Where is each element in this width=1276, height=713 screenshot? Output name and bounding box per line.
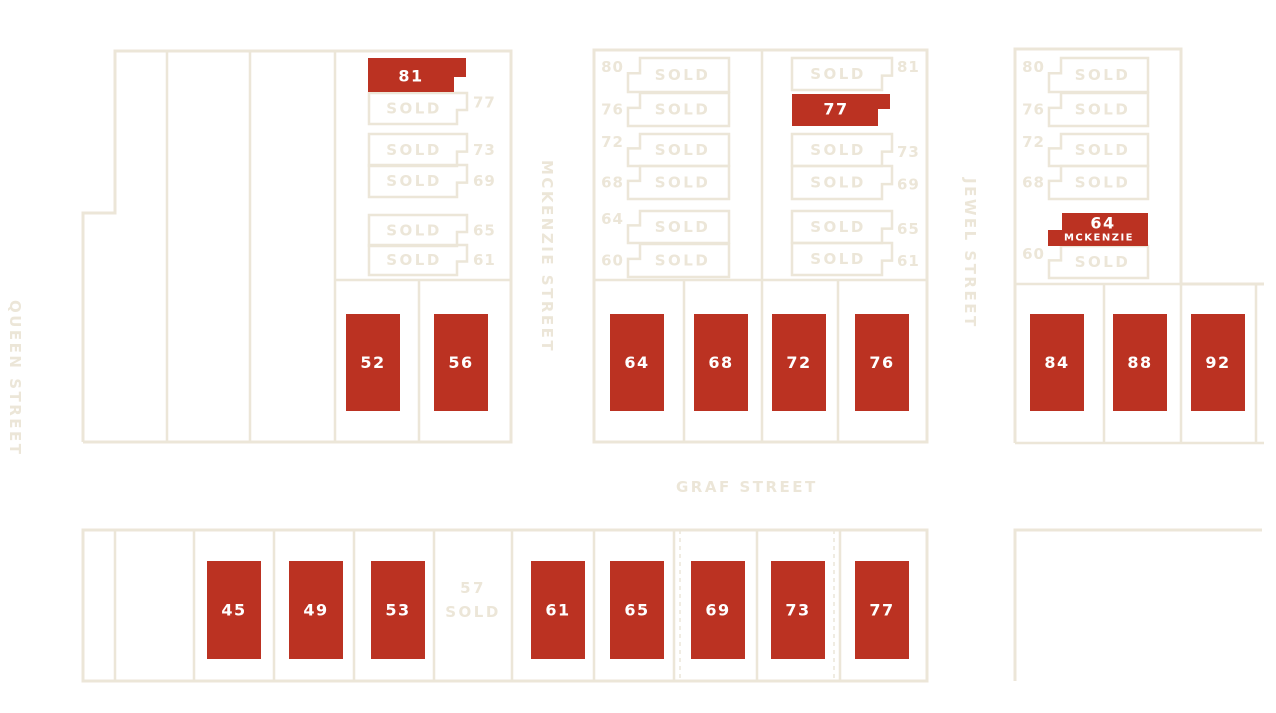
sold-lot-number: 81 (897, 58, 920, 76)
sold-label: SOLD (1075, 101, 1131, 119)
sold-lot-a-4: SOLD (367, 243, 469, 277)
available-lot-73[interactable]: 73 (771, 561, 825, 659)
sold-lot-number: 69 (473, 172, 496, 190)
available-lot-65[interactable]: 65 (610, 561, 664, 659)
available-lot-84[interactable]: 84 (1030, 314, 1084, 411)
available-lot-68[interactable]: 68 (694, 314, 748, 411)
sold-lot-number: 60 (601, 252, 624, 270)
sold-label: SOLD (386, 141, 442, 159)
sold-lot-c-3: SOLD (1047, 164, 1150, 201)
block-a-outline (81, 49, 513, 444)
available-lot-81-mckenzie[interactable]: 81 (368, 58, 466, 92)
block-c-outline (1013, 47, 1264, 445)
sold-lot-number: 61 (473, 251, 496, 269)
south-block-outline (81, 528, 1262, 683)
sold-lot-number: 80 (1022, 58, 1045, 76)
sold-lot-b-left-2: SOLD (626, 132, 731, 168)
sold-lot-b-right-2: SOLD (790, 164, 894, 201)
sold-lot-b-left-3: SOLD (626, 164, 731, 201)
sold-lot-number: 73 (897, 143, 920, 161)
sold-lot-a-0: SOLD (367, 91, 469, 126)
sold-lot-b-right-4: SOLD (790, 241, 894, 277)
available-lot-88[interactable]: 88 (1113, 314, 1167, 411)
sold-lot-a-1: SOLD (367, 132, 469, 168)
sold-label: SOLD (810, 218, 866, 236)
available-lot-69[interactable]: 69 (691, 561, 745, 659)
sold-lot-b-right-1: SOLD (790, 132, 894, 168)
available-lot-64[interactable]: 64 (610, 314, 664, 411)
sold-lot-number: 64 (601, 210, 624, 228)
available-lot-49[interactable]: 49 (289, 561, 343, 659)
street-label-graf: GRAF STREET (676, 478, 818, 496)
sold-label: SOLD (810, 250, 866, 268)
sold-label: SOLD (810, 174, 866, 192)
sold-lot-number: 61 (897, 252, 920, 270)
sold-label: SOLD (1075, 66, 1131, 84)
sold-lot-b-left-0: SOLD (626, 56, 731, 94)
sold-lot-a-2: SOLD (367, 163, 469, 199)
sold-lot-c-1: SOLD (1047, 91, 1150, 128)
sold-lot-number: 76 (601, 101, 624, 119)
sold-label: SOLD (386, 251, 442, 269)
available-lot-45[interactable]: 45 (207, 561, 261, 659)
sold-lot-c-0: SOLD (1047, 56, 1150, 94)
sold-lot-b-right-0: SOLD (790, 56, 894, 92)
sold-label: SOLD (655, 141, 711, 159)
sold-lot-number: 76 (1022, 101, 1045, 119)
sold-lot-number: 68 (601, 174, 624, 192)
available-lot-92[interactable]: 92 (1191, 314, 1245, 411)
sold-lot-b-left-1: SOLD (626, 91, 731, 128)
sold-lot-c-4: SOLD (1047, 244, 1150, 280)
sold-label: SOLD (810, 141, 866, 159)
sold-lot-number: 65 (473, 222, 496, 240)
sold-lot-c-2: SOLD (1047, 132, 1150, 168)
available-lot-77-jewel[interactable]: 77 (792, 94, 890, 126)
sold-label: SOLD (445, 603, 501, 621)
sold-label: SOLD (810, 65, 866, 83)
sold-lot-a-3: SOLD (367, 213, 469, 248)
available-lot-76[interactable]: 76 (855, 314, 909, 411)
sold-label: SOLD (655, 101, 711, 119)
available-lot-53[interactable]: 53 (371, 561, 425, 659)
sold-lot-b-left-5: SOLD (626, 242, 731, 279)
available-lot-56[interactable]: 56 (434, 314, 488, 411)
sold-lot-number: 68 (1022, 174, 1045, 192)
sold-lot-number: 77 (473, 94, 496, 112)
sold-lot-number: 73 (473, 141, 496, 159)
sold-lot-number: 65 (897, 220, 920, 238)
sold-lot-number: 72 (1022, 133, 1045, 151)
sold-label: SOLD (386, 100, 442, 118)
sold-label: SOLD (386, 222, 442, 240)
block-b-outline (592, 48, 929, 444)
street-label-mckenzie: MCKENZIE STREET (538, 160, 556, 353)
sold-label: SOLD (1075, 141, 1131, 159)
sold-label: SOLD (655, 218, 711, 236)
sold-lot-number: 60 (1022, 245, 1045, 263)
sold-lot-number: 57 (460, 579, 486, 597)
sold-lot-number: 80 (601, 58, 624, 76)
sold-lot-number: 72 (601, 133, 624, 151)
available-lot-61[interactable]: 61 (531, 561, 585, 659)
available-lot-52[interactable]: 52 (346, 314, 400, 411)
sold-label: SOLD (1075, 174, 1131, 192)
available-lot-77[interactable]: 77 (855, 561, 909, 659)
sold-label: SOLD (655, 252, 711, 270)
sold-label: SOLD (655, 174, 711, 192)
sold-label: SOLD (386, 172, 442, 190)
street-label-jewel: JEWEL STREET (961, 177, 979, 329)
sold-lot-b-right-3: SOLD (790, 209, 894, 245)
sold-label: SOLD (1075, 253, 1131, 271)
sold-lot-number: 69 (897, 176, 920, 194)
sold-lot-b-left-4: SOLD (626, 209, 731, 245)
street-label-queen: QUEEN STREET (6, 300, 24, 457)
available-lot-72[interactable]: 72 (772, 314, 826, 411)
sold-label: SOLD (655, 66, 711, 84)
